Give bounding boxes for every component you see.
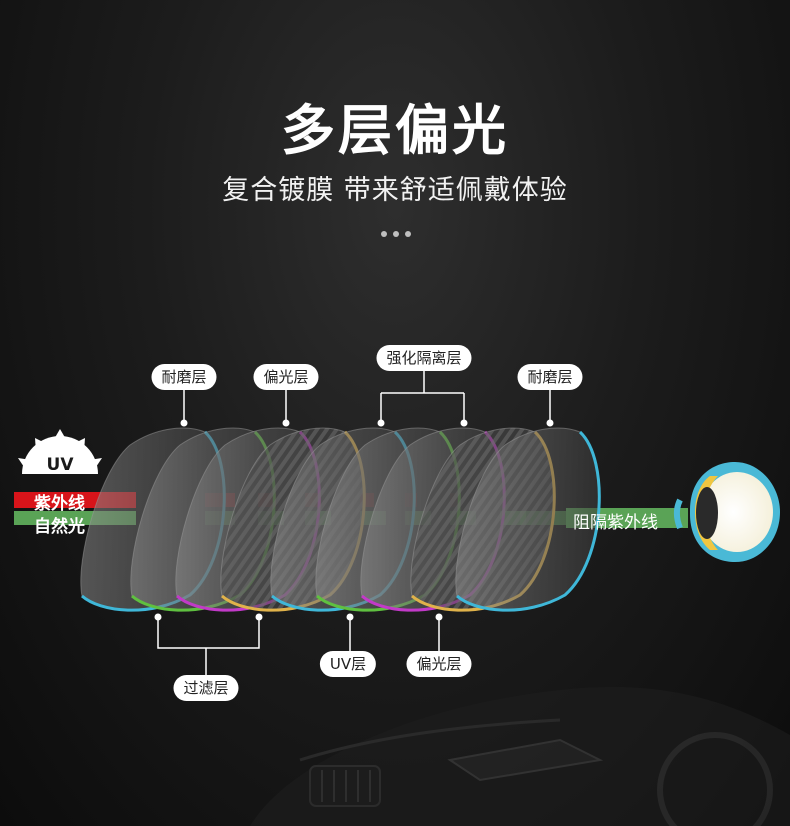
- connector-dot: [377, 419, 385, 427]
- visible-ray-label: 自然光: [34, 517, 85, 537]
- lens-stack: [80, 427, 601, 612]
- connector-dot: [460, 419, 468, 427]
- tag-polarized-layer-top: 偏光层: [253, 364, 319, 390]
- connector-dot: [282, 419, 290, 427]
- car-silhouette: [250, 687, 790, 826]
- connector-dot: [255, 613, 263, 621]
- tag-wear-layer-1: 耐磨层: [151, 364, 217, 390]
- dots-divider: [381, 231, 411, 239]
- sun-uv-label: UV: [46, 455, 74, 475]
- connector-dot: [346, 613, 354, 621]
- page-subtitle: 复合镀膜 带来舒适佩戴体验: [222, 175, 568, 206]
- tag-strengthen-layer: 强化隔离层: [376, 345, 472, 371]
- connector-line: [157, 620, 260, 675]
- connector-dot: [546, 419, 554, 427]
- sun-icon: [18, 429, 102, 474]
- tag-polarized-layer-bottom: 偏光层: [406, 651, 472, 677]
- connector-dot: [435, 613, 443, 621]
- page-title: 多层偏光: [281, 99, 509, 162]
- uv-ray-label: 紫外线: [34, 494, 85, 514]
- eye-icon: [674, 462, 780, 562]
- blocked-uv-label: 阻隔紫外线: [573, 513, 658, 533]
- connector-line: [380, 371, 465, 420]
- connector-dot: [154, 613, 162, 621]
- connector-dot: [180, 419, 188, 427]
- lens-edge: [456, 430, 601, 612]
- tag-wear-layer-2: 耐磨层: [517, 364, 583, 390]
- label-connectors: [154, 371, 554, 675]
- tag-filter-layer: 过滤层: [173, 675, 239, 701]
- tag-uv-layer: UV层: [319, 651, 377, 677]
